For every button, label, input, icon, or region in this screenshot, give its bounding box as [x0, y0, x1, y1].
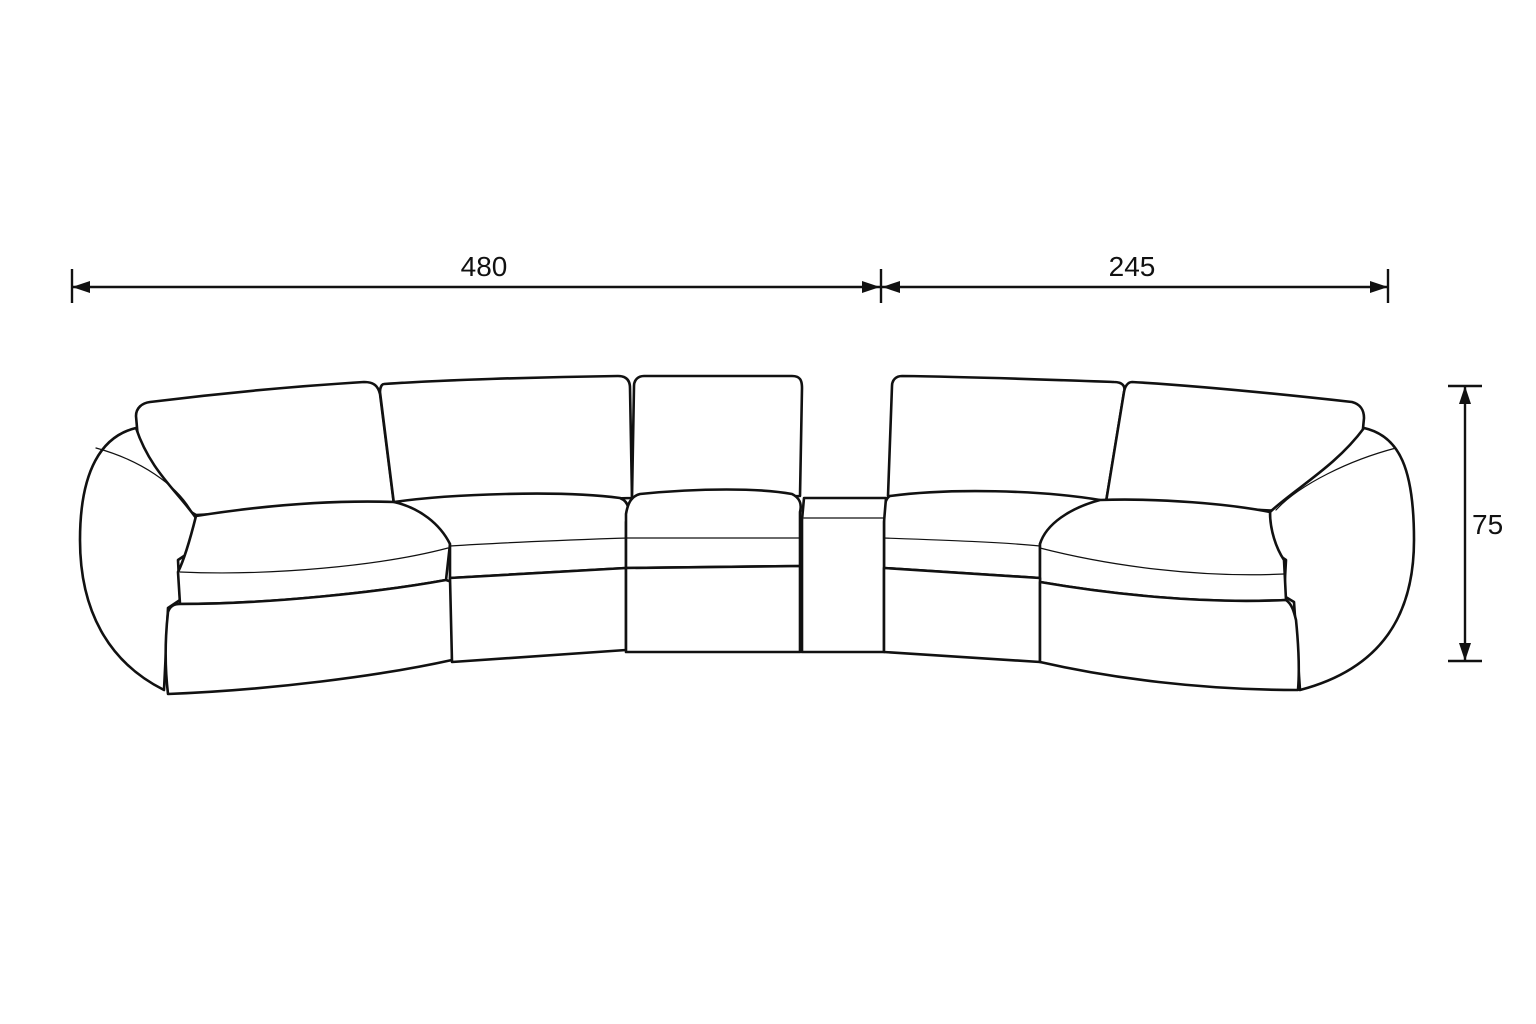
arm-left-inner-seam: [95, 447, 193, 513]
sectional-sofa: [78, 374, 1416, 696]
arrow-head-right-end: [1370, 281, 1388, 293]
back-cushion-right-middle: [886, 374, 1126, 504]
seat-cushion-left-middle: [392, 492, 630, 580]
dimension-width-right: 245: [879, 251, 1390, 303]
base-right-corner: [1038, 580, 1301, 692]
base-left-middle: [448, 566, 628, 664]
seat-cushion-left-corner-seam: [179, 547, 449, 574]
dimension-width-left: 480: [70, 251, 880, 303]
arrow-head-height-top: [1459, 386, 1471, 404]
arm-right-inner-seam: [1275, 447, 1397, 511]
seat-cushion-right-corner-seam: [1039, 547, 1285, 576]
dimension-label-right-width: 245: [1109, 251, 1156, 282]
arrow-head-right-start: [882, 281, 900, 293]
arrow-head-left-start: [72, 281, 90, 293]
base-left-corner: [164, 578, 454, 696]
base-center: [624, 564, 802, 654]
back-cushion-right-corner: [1104, 380, 1366, 514]
base-right-middle: [882, 566, 1042, 664]
arm-right: [1266, 426, 1416, 692]
back-cushion-center: [630, 374, 804, 500]
dimension-label-height: 75: [1472, 509, 1503, 540]
center-connector-block: [800, 496, 888, 654]
seat-cushion-left-middle-seam: [449, 537, 627, 547]
dimension-label-left-width: 480: [461, 251, 508, 282]
arrow-head-left-end: [862, 281, 880, 293]
dimension-height: 75: [1448, 384, 1503, 663]
seat-cushion-center: [624, 488, 803, 570]
back-cushion-left-middle: [378, 374, 634, 506]
seat-cushion-right-middle-seam: [883, 537, 1041, 547]
arrow-head-height-bottom: [1459, 643, 1471, 661]
seat-cushion-right-corner: [1038, 498, 1288, 603]
